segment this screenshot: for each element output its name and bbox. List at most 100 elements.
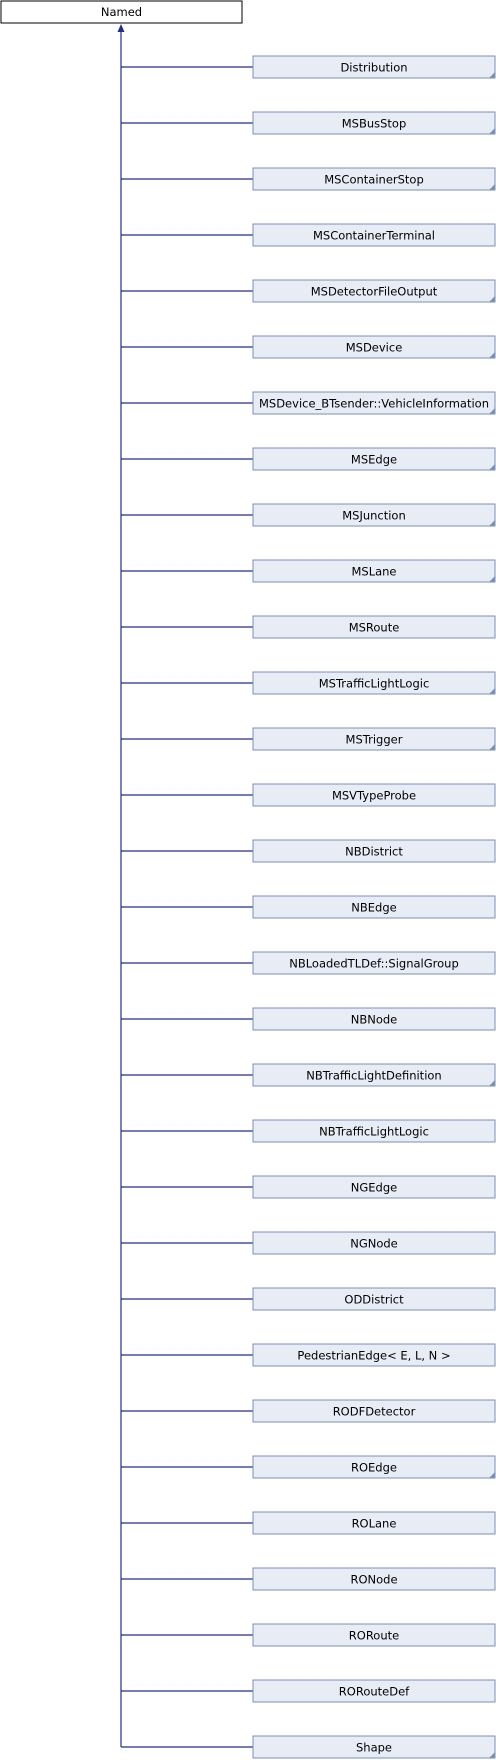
derived-class-box	[252, 1231, 496, 1255]
derived-class-box	[252, 1623, 496, 1647]
collapsed-children-marker-icon	[489, 184, 495, 190]
derived-class-box	[252, 1735, 496, 1759]
collapsed-children-marker-icon	[489, 1752, 495, 1758]
derived-class-label: Distribution	[340, 61, 407, 75]
derived-class-box	[252, 503, 496, 527]
inheritance-edges	[117, 24, 253, 1748]
derived-class-box	[252, 1175, 496, 1199]
derived-class-box	[252, 1063, 496, 1087]
derived-class-node[interactable]: RORoute	[252, 1623, 496, 1647]
base-class-box	[0, 0, 243, 24]
derived-class-node[interactable]: MSDevice_BTsender::VehicleInformation	[252, 391, 496, 415]
derived-class-node[interactable]: NBNode	[252, 1007, 496, 1031]
derived-class-node[interactable]: NBTrafficLightLogic	[252, 1119, 496, 1143]
derived-class-label: RORoute	[349, 1629, 399, 1643]
derived-class-label: PedestrianEdge< E, L, N >	[297, 1349, 450, 1363]
derived-class-node[interactable]: MSJunction	[252, 503, 496, 527]
derived-class-box	[252, 279, 496, 303]
derived-class-node[interactable]: MSTrafficLightLogic	[252, 671, 496, 695]
derived-class-box	[252, 951, 496, 975]
derived-class-label: NBEdge	[351, 901, 396, 915]
collapsed-children-marker-icon	[489, 1080, 495, 1086]
derived-class-box	[252, 223, 496, 247]
collapsed-children-marker-icon	[489, 576, 495, 582]
derived-class-label: MSVTypeProbe	[332, 789, 416, 803]
derived-class-node[interactable]: NBDistrict	[252, 839, 496, 863]
derived-class-node[interactable]: MSVTypeProbe	[252, 783, 496, 807]
derived-class-box	[252, 1287, 496, 1311]
derived-class-label: MSContainerStop	[324, 173, 424, 187]
derived-class-box	[252, 1399, 496, 1423]
collapsed-children-marker-icon	[489, 1472, 495, 1478]
base-class-label: Named	[101, 5, 142, 19]
derived-class-box	[252, 335, 496, 359]
derived-class-label: NBTrafficLightLogic	[319, 1125, 429, 1139]
derived-class-node[interactable]: MSEdge	[252, 447, 496, 471]
derived-class-nodes: DistributionMSBusStopMSContainerStopMSCo…	[252, 55, 496, 1759]
collapsed-children-marker-icon	[489, 296, 495, 302]
derived-class-box	[252, 447, 496, 471]
derived-class-box	[252, 1567, 496, 1591]
derived-class-node[interactable]: NBEdge	[252, 895, 496, 919]
derived-class-label: MSEdge	[351, 453, 397, 467]
base-class-node-named[interactable]: Named	[0, 0, 243, 24]
derived-class-node[interactable]: MSDevice	[252, 335, 496, 359]
collapsed-children-marker-icon	[489, 520, 495, 526]
derived-class-label: MSDetectorFileOutput	[311, 285, 438, 299]
derived-class-label: NBTrafficLightDefinition	[306, 1069, 441, 1083]
derived-class-box	[252, 111, 496, 135]
derived-class-node[interactable]: ROLane	[252, 1511, 496, 1535]
derived-class-label: NGNode	[350, 1237, 398, 1251]
derived-class-node[interactable]: MSBusStop	[252, 111, 496, 135]
derived-class-label: NGEdge	[351, 1181, 397, 1195]
derived-class-label: RODFDetector	[333, 1405, 416, 1419]
derived-class-node[interactable]: NBTrafficLightDefinition	[252, 1063, 496, 1087]
derived-class-box	[252, 1511, 496, 1535]
derived-class-box	[252, 783, 496, 807]
collapsed-children-marker-icon	[489, 408, 495, 414]
derived-class-box	[252, 391, 496, 415]
derived-class-node[interactable]: Shape	[252, 1735, 496, 1759]
derived-class-node[interactable]: MSContainerTerminal	[252, 223, 496, 247]
derived-class-node[interactable]: NGNode	[252, 1231, 496, 1255]
derived-class-node[interactable]: PedestrianEdge< E, L, N >	[252, 1343, 496, 1367]
derived-class-label: MSDevice	[346, 341, 403, 355]
derived-class-label: MSRoute	[349, 621, 400, 635]
derived-class-node[interactable]: ROEdge	[252, 1455, 496, 1479]
derived-class-node[interactable]: NBLoadedTLDef::SignalGroup	[252, 951, 496, 975]
derived-class-label: MSLane	[351, 565, 396, 579]
derived-class-label: ROEdge	[351, 1461, 397, 1475]
derived-class-label: ODDistrict	[344, 1293, 404, 1307]
derived-class-box	[252, 167, 496, 191]
derived-class-box	[252, 839, 496, 863]
derived-class-box	[252, 1119, 496, 1143]
derived-class-label: RORouteDef	[339, 1685, 410, 1699]
derived-class-label: NBLoadedTLDef::SignalGroup	[289, 957, 459, 971]
derived-class-node[interactable]: MSLane	[252, 559, 496, 583]
derived-class-box	[252, 559, 496, 583]
derived-class-node[interactable]: RONode	[252, 1567, 496, 1591]
derived-class-node[interactable]: MSTrigger	[252, 727, 496, 751]
derived-class-box	[252, 671, 496, 695]
derived-class-node[interactable]: NGEdge	[252, 1175, 496, 1199]
derived-class-label: MSTrafficLightLogic	[319, 677, 430, 691]
derived-class-box	[252, 55, 496, 79]
derived-class-node[interactable]: RORouteDef	[252, 1679, 496, 1703]
derived-class-node[interactable]: MSContainerStop	[252, 167, 496, 191]
derived-class-node[interactable]: MSDetectorFileOutput	[252, 279, 496, 303]
derived-class-label: Shape	[356, 1741, 392, 1755]
derived-class-node[interactable]: MSRoute	[252, 615, 496, 639]
derived-class-node[interactable]: ODDistrict	[252, 1287, 496, 1311]
derived-class-label: MSContainerTerminal	[313, 229, 435, 243]
collapsed-children-marker-icon	[489, 688, 495, 694]
collapsed-children-marker-icon	[489, 464, 495, 470]
derived-class-box	[252, 615, 496, 639]
derived-class-label: MSJunction	[342, 509, 406, 523]
derived-class-node[interactable]: RODFDetector	[252, 1399, 496, 1423]
collapsed-children-marker-icon	[489, 744, 495, 750]
inheritance-arrowhead	[117, 24, 125, 32]
derived-class-node[interactable]: Distribution	[252, 55, 496, 79]
derived-class-box	[252, 1679, 496, 1703]
derived-class-box	[252, 1343, 496, 1367]
